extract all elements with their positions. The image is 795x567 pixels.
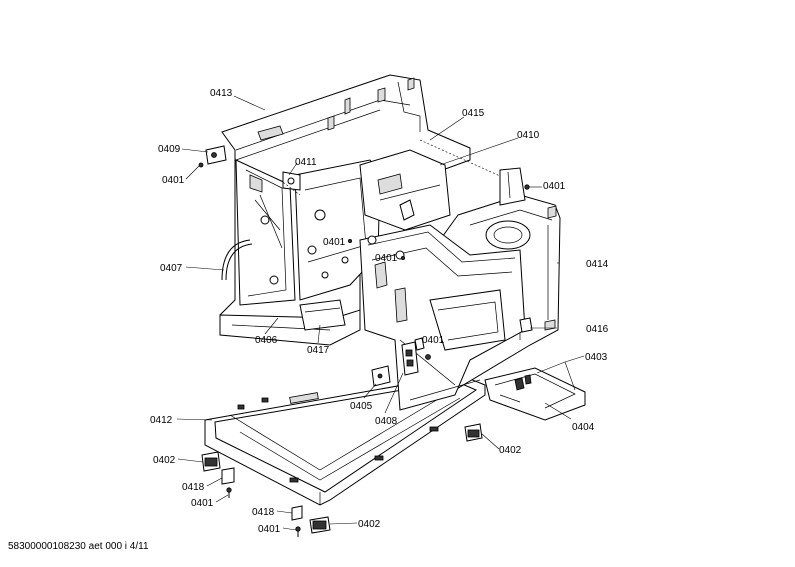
label-0402-c: 0402 xyxy=(358,519,381,530)
label-0407: 0407 xyxy=(160,263,183,274)
label-0408: 0408 xyxy=(375,416,398,427)
label-0418-b: 0418 xyxy=(252,507,275,518)
label-0403: 0403 xyxy=(585,352,608,363)
screw-markers xyxy=(347,184,530,260)
label-0404: 0404 xyxy=(572,422,595,433)
label-0409: 0409 xyxy=(158,144,181,155)
center-housing xyxy=(359,149,451,231)
leader-lines xyxy=(176,95,585,531)
label-0413: 0413 xyxy=(210,88,233,99)
label-0412: 0412 xyxy=(150,415,173,426)
small-switch-parts xyxy=(371,337,431,387)
front-housing xyxy=(359,224,533,411)
label-0417: 0417 xyxy=(307,345,330,356)
label-0401-c: 0401 xyxy=(323,237,346,248)
label-0401-a: 0401 xyxy=(162,175,185,186)
label-0401-d: 0401 xyxy=(375,253,398,264)
label-0401-e: 0401 xyxy=(422,335,445,346)
label-0402-b: 0402 xyxy=(153,455,176,466)
label-0415: 0415 xyxy=(462,108,485,119)
label-0418-a: 0418 xyxy=(182,482,205,493)
feet xyxy=(201,423,483,537)
dashed-guide-2 xyxy=(279,179,301,196)
label-0401-b: 0401 xyxy=(543,181,566,192)
drip-tray xyxy=(484,367,586,421)
label-0410: 0410 xyxy=(517,130,540,141)
label-0401-f: 0401 xyxy=(191,498,214,509)
label-0411: 0411 xyxy=(295,157,317,168)
label-0401-g: 0401 xyxy=(258,524,281,535)
document-id: 58300000108230 aet 000 i 4/11 xyxy=(8,541,149,552)
label-0414: 0414 xyxy=(586,259,609,270)
label-0402-a: 0402 xyxy=(499,445,522,456)
label-0406: 0406 xyxy=(255,335,278,346)
label-0405: 0405 xyxy=(350,401,373,412)
part-labels: 0413 0415 0410 0409 0401 0411 0401 0401 … xyxy=(150,88,609,535)
left-frame xyxy=(198,74,471,346)
label-0416: 0416 xyxy=(586,324,609,335)
